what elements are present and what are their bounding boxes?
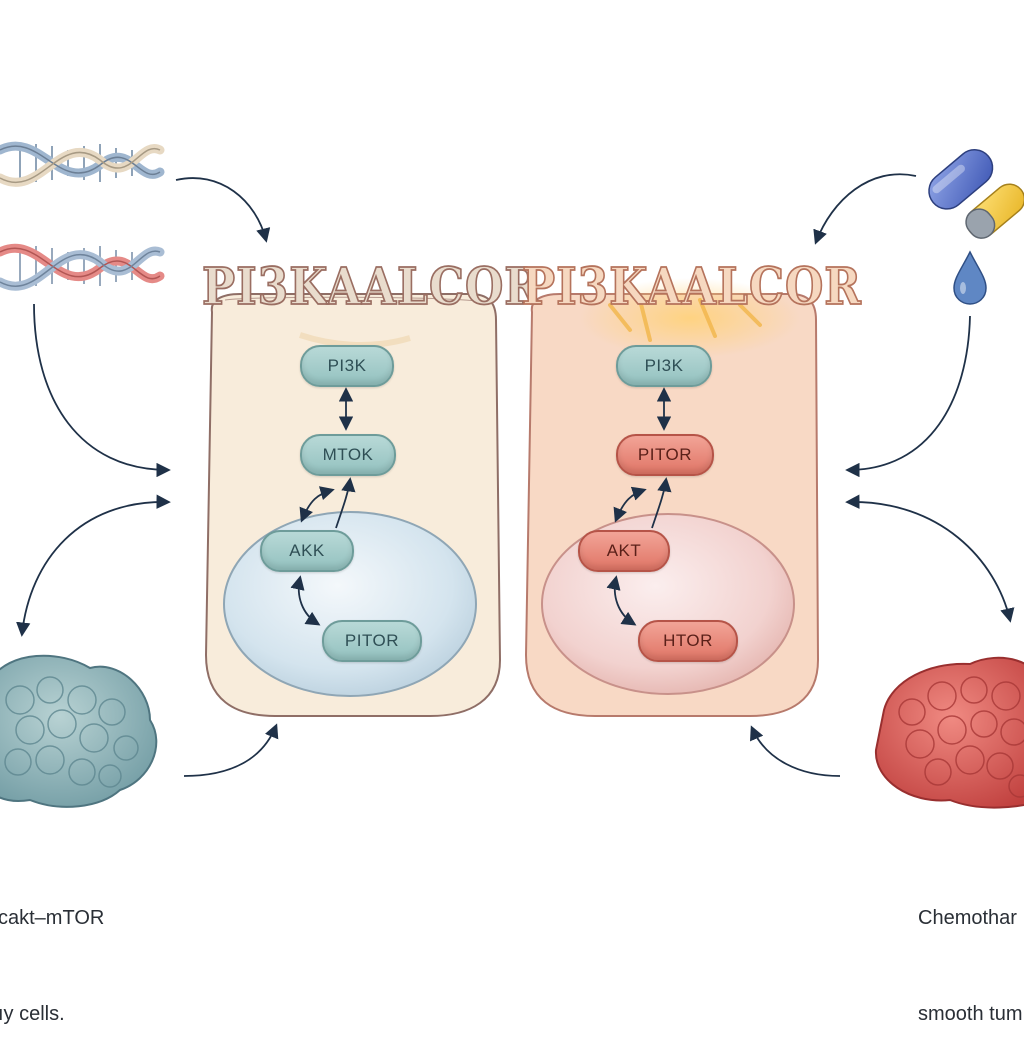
protein-ptor-left: PITOR <box>322 620 422 662</box>
activation-glow <box>580 278 800 358</box>
protein-htor-right: HTOR <box>638 620 738 662</box>
caption-right-line2: smooth tum <box>918 1003 1023 1025</box>
protein-ptor-right: PITOR <box>616 434 714 476</box>
cell-left <box>204 293 502 717</box>
caption-left-line1: cakt–mTOR <box>0 907 105 929</box>
flow-arrows <box>16 173 1015 777</box>
protein-pi3k-left: PI3K <box>300 345 394 387</box>
protein-mtor-left: MTOK <box>300 434 396 476</box>
protein-akt-left: AKK <box>260 530 354 572</box>
caption-left-line2: ıy cells. <box>0 1003 65 1025</box>
tumor-icon <box>0 654 158 808</box>
protein-pi3k-right: PI3K <box>616 345 712 387</box>
caption-right-line1: Chemothar <box>918 907 1017 929</box>
drop-icon <box>953 250 987 305</box>
protein-akt-right: AKT <box>578 530 670 572</box>
cell-left-title: PI3KAALCOR <box>201 257 542 317</box>
caption-left: cakt–mTOR ıy cells. <box>0 838 168 1062</box>
dna-helix-icon <box>0 243 165 291</box>
diagram-canvas <box>0 141 1024 809</box>
capsule-icon <box>965 183 1024 239</box>
cell-right-title: PI3KAALCOR <box>521 257 862 317</box>
pathway-arrows <box>290 387 672 626</box>
caption-right: Chemothar smooth tum <box>918 838 1024 1062</box>
capsule-icon <box>928 149 994 210</box>
dna-helix-icon <box>0 141 165 187</box>
tumor-icon <box>874 656 1024 809</box>
